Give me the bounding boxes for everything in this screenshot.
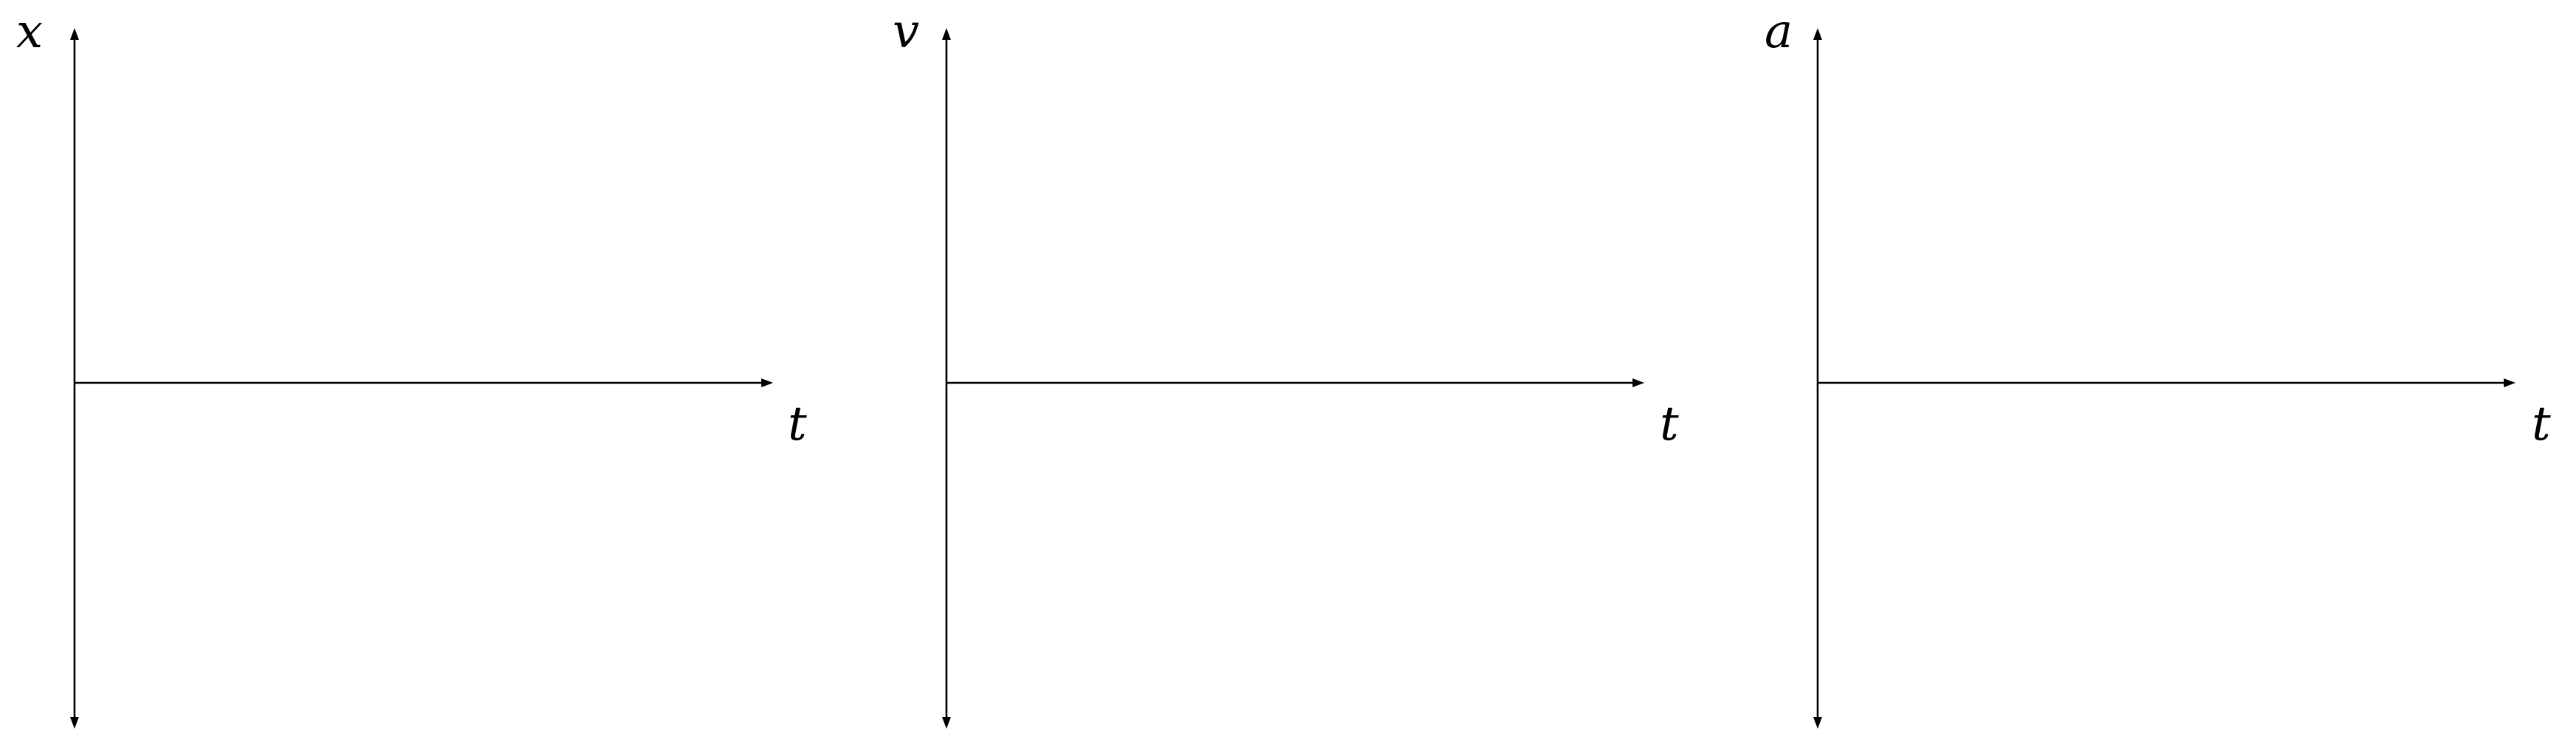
position-vertical-axis-label: x xyxy=(16,4,43,59)
position-horizontal-axis-label: t xyxy=(788,397,807,451)
acceleration-vertical-axis-down-arrow xyxy=(1813,717,1822,729)
acceleration-vertical-axis-up-arrow xyxy=(1813,28,1822,40)
acceleration-horizontal-axis-arrow xyxy=(2504,378,2516,387)
velocity-vertical-axis-label: v xyxy=(893,4,919,59)
velocity-time-graph: v t xyxy=(893,4,1679,729)
position-vertical-axis-down-arrow xyxy=(70,717,79,729)
velocity-horizontal-axis-arrow xyxy=(1632,378,1644,387)
velocity-vertical-axis-down-arrow xyxy=(942,717,951,729)
velocity-vertical-axis-up-arrow xyxy=(942,28,951,40)
position-time-graph: x t xyxy=(16,4,807,729)
acceleration-vertical-axis-label: a xyxy=(1765,4,1793,59)
position-horizontal-axis-arrow xyxy=(761,378,773,387)
acceleration-time-graph: a t xyxy=(1765,4,2551,729)
acceleration-horizontal-axis-label: t xyxy=(2532,397,2551,451)
position-vertical-axis-up-arrow xyxy=(70,28,79,40)
velocity-horizontal-axis-label: t xyxy=(1660,397,1679,451)
